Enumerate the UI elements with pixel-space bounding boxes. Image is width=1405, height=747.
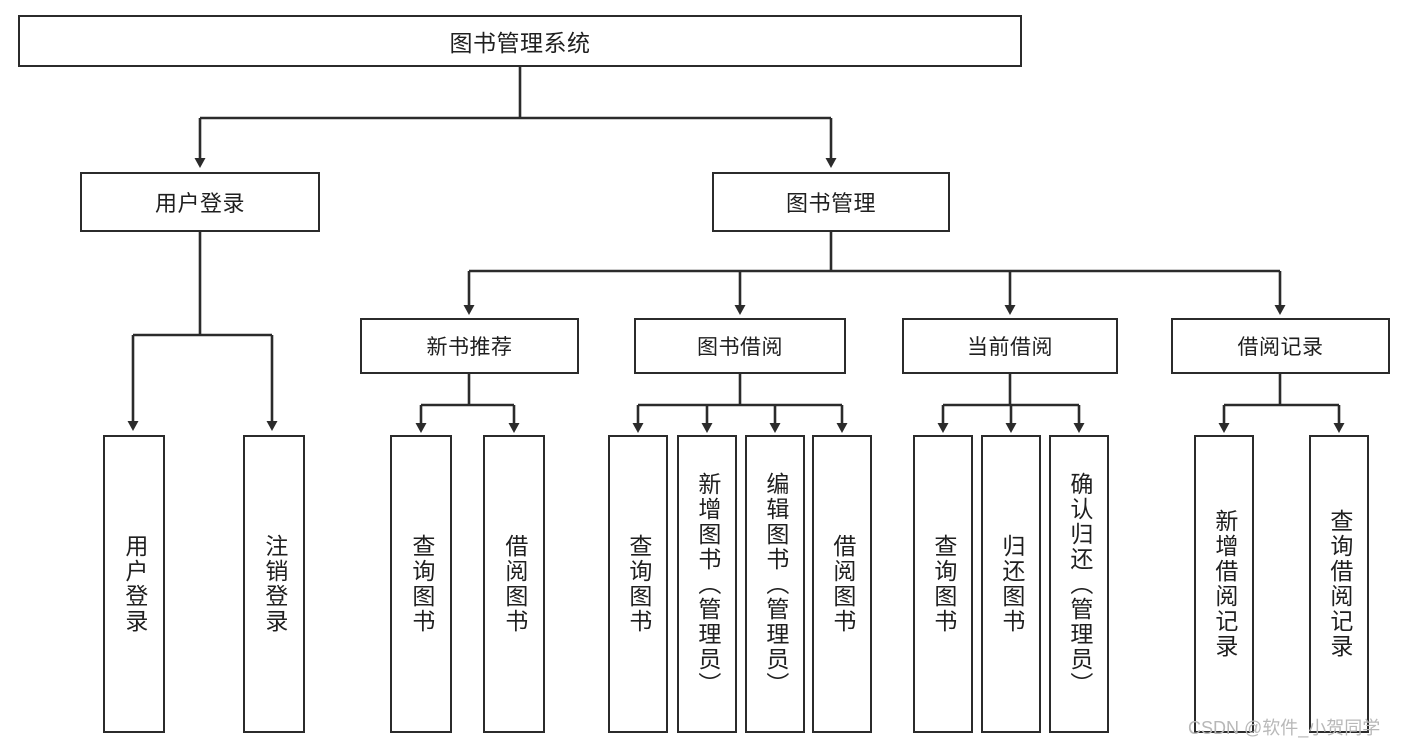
- leaf-user-logout[interactable]: 注销登录: [243, 435, 305, 733]
- node-borrow-record[interactable]: 借阅记录: [1171, 318, 1390, 374]
- leaf-borrow-book-rec[interactable]: 借阅图书: [483, 435, 545, 733]
- leaf-return-book[interactable]: 归还图书: [981, 435, 1041, 733]
- node-current-borrow[interactable]: 当前借阅: [902, 318, 1118, 374]
- leaf-edit-book-admin[interactable]: 编辑图书（管理员）: [745, 435, 805, 733]
- node-label: 借阅记录: [1237, 336, 1324, 359]
- node-label: 图书管理系统: [449, 30, 591, 56]
- node-label: 注销登录: [261, 534, 288, 634]
- node-label: 编辑图书（管理员）: [762, 471, 789, 697]
- node-label: 查询图书: [930, 534, 957, 634]
- node-book-borrow[interactable]: 图书借阅: [634, 318, 846, 374]
- csdn-watermark: CSDN @软件_小贺同学: [1188, 718, 1381, 738]
- node-label: 确认归还（管理员）: [1066, 471, 1093, 697]
- node-book-manage[interactable]: 图书管理: [712, 172, 950, 232]
- node-root-system[interactable]: 图书管理系统: [18, 15, 1022, 67]
- leaf-add-book-admin[interactable]: 新增图书（管理员）: [677, 435, 737, 733]
- leaf-borrow-book[interactable]: 借阅图书: [812, 435, 872, 733]
- node-label: 新增借阅记录: [1211, 509, 1238, 659]
- leaf-user-login[interactable]: 用户登录: [103, 435, 165, 733]
- leaf-confirm-return-admin[interactable]: 确认归还（管理员）: [1049, 435, 1109, 733]
- leaf-query-book-current[interactable]: 查询图书: [913, 435, 973, 733]
- leaf-query-book-borrow[interactable]: 查询图书: [608, 435, 668, 733]
- node-label: 新增图书（管理员）: [694, 471, 721, 697]
- node-label: 查询图书: [408, 534, 435, 634]
- leaf-query-book-rec[interactable]: 查询图书: [390, 435, 452, 733]
- node-label: 借阅图书: [829, 534, 856, 634]
- leaf-query-borrow-record[interactable]: 查询借阅记录: [1309, 435, 1369, 733]
- node-label: 用户登录: [154, 191, 245, 216]
- node-label: 图书借阅: [697, 336, 783, 359]
- node-label: 当前借阅: [967, 336, 1053, 359]
- node-label: 新书推荐: [426, 336, 513, 359]
- node-label: 查询图书: [625, 534, 652, 634]
- node-label: 图书管理: [785, 191, 876, 216]
- node-label: 归还图书: [998, 534, 1025, 634]
- leaf-add-borrow-record[interactable]: 新增借阅记录: [1194, 435, 1254, 733]
- node-user-login[interactable]: 用户登录: [80, 172, 320, 232]
- node-label: 用户登录: [121, 534, 148, 634]
- node-label: 借阅图书: [501, 534, 528, 634]
- node-label: 查询借阅记录: [1326, 509, 1353, 659]
- node-new-book-rec[interactable]: 新书推荐: [360, 318, 579, 374]
